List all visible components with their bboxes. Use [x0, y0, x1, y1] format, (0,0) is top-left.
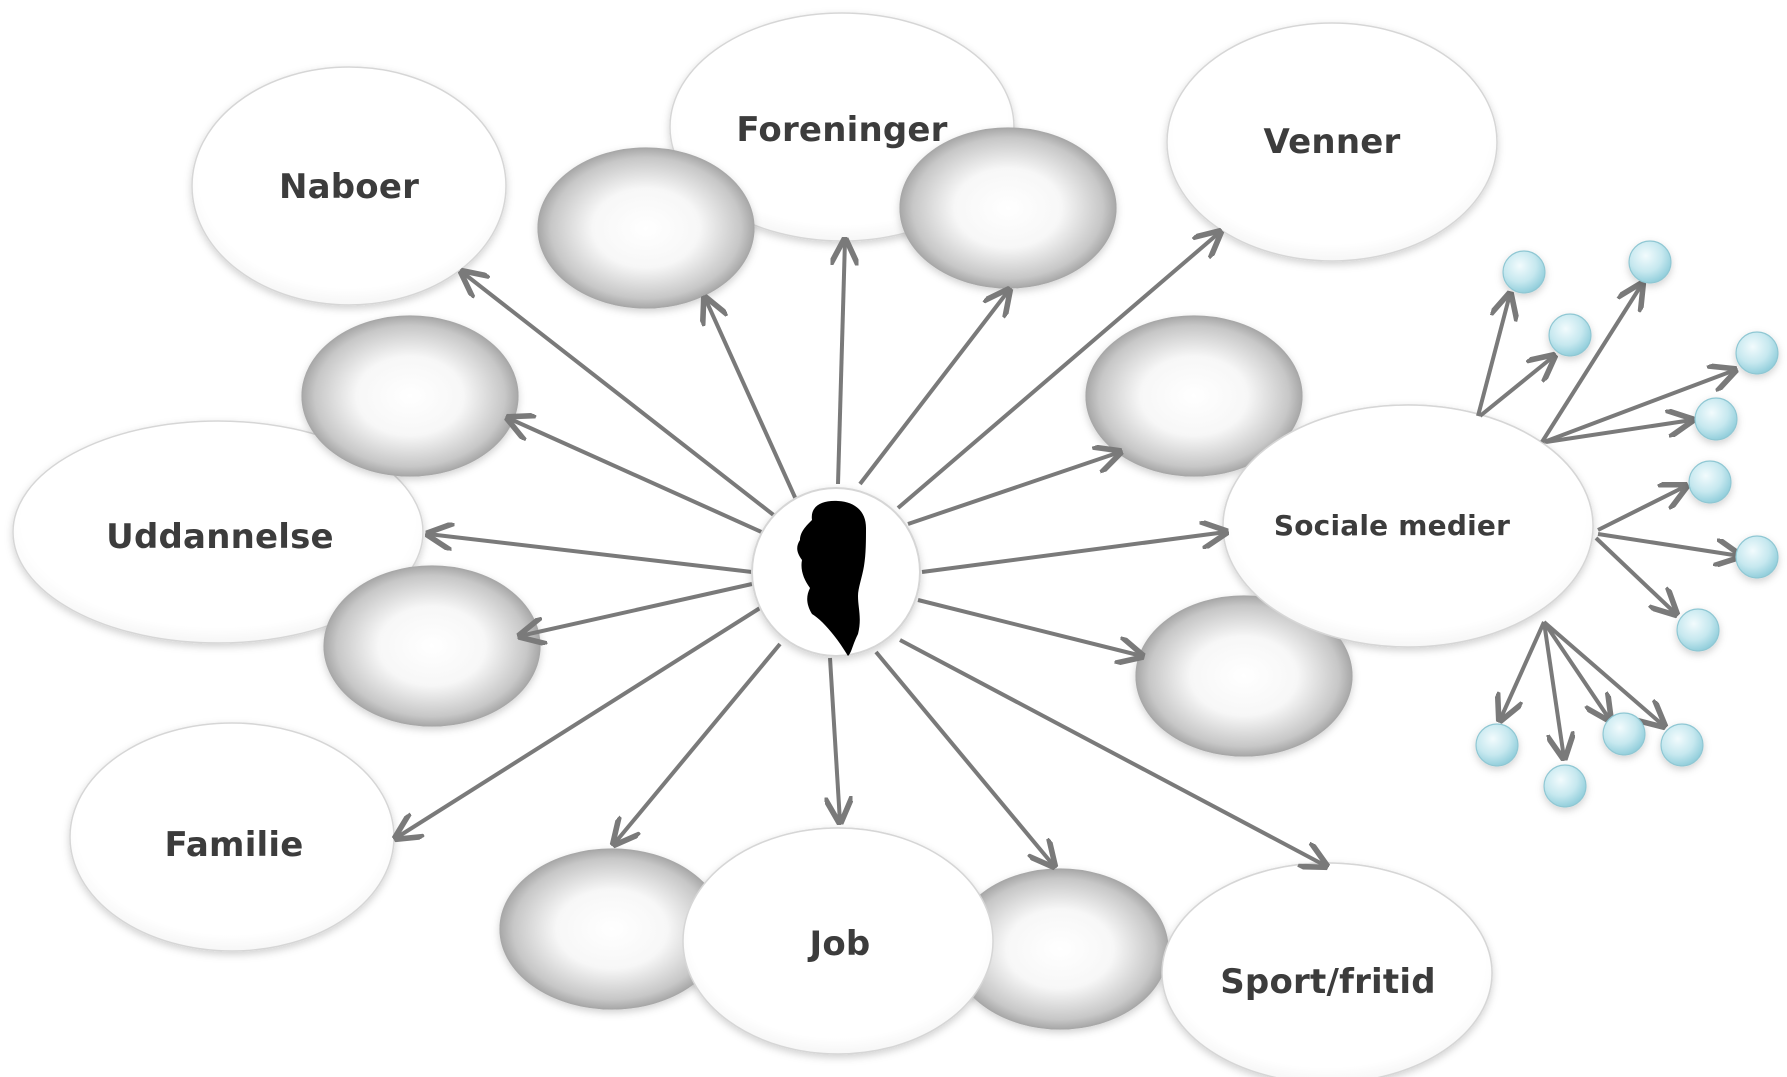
- grey-bubbles: [301, 127, 1353, 1030]
- arrow-to-grey-bubble: [520, 582, 753, 636]
- arrow-to-dot: [1597, 486, 1686, 532]
- job-ellipse-front: [682, 827, 994, 1055]
- arrow-to-dot: [1543, 370, 1735, 444]
- grey-bubble: [301, 315, 519, 477]
- person-silhouette-icon: [797, 500, 866, 656]
- social-dot: [1602, 712, 1646, 756]
- arrow-to-dot: [1476, 294, 1510, 417]
- label-foreninger: Foreninger: [736, 110, 947, 150]
- node-labels: Naboer Foreninger Venner Uddannelse Soci…: [106, 110, 1510, 1002]
- grey-bubble: [537, 147, 755, 309]
- social-dot: [1735, 535, 1779, 579]
- arrow-to-foreninger: [838, 240, 845, 485]
- label-naboer: Naboer: [279, 167, 419, 207]
- front-ellipses: [682, 404, 1594, 1077]
- uddannelse-ellipse: [12, 420, 424, 644]
- label-sociale-medier: Sociale medier: [1274, 509, 1510, 542]
- arrow-to-familie: [396, 606, 762, 838]
- social-dot: [1475, 723, 1519, 767]
- arrow-to-grey-bubble: [907, 452, 1120, 526]
- social-dot: [1628, 240, 1672, 284]
- arrow-to-dot: [1542, 621, 1564, 758]
- label-venner: Venner: [1264, 122, 1401, 162]
- arrow-to-grey-bubble: [874, 650, 1054, 866]
- arrow-to-grey-bubble: [858, 290, 1009, 486]
- arrow-to-venner: [896, 232, 1220, 510]
- arrow-to-dot: [1542, 620, 1664, 726]
- arrow-to-grey-bubble: [917, 598, 1142, 656]
- arrow-to-grey-bubble: [705, 298, 800, 505]
- social-dot: [1548, 313, 1592, 357]
- grey-bubble: [323, 565, 541, 727]
- naboer-ellipse: [191, 66, 507, 306]
- arrow-to-naboer: [462, 272, 782, 522]
- arrow-to-job: [830, 657, 840, 822]
- arrow-to-dot: [1540, 284, 1642, 444]
- venner-ellipse: [1166, 22, 1498, 262]
- social-dot: [1676, 608, 1720, 652]
- social-dot: [1543, 764, 1587, 808]
- social-dot: [1735, 331, 1779, 375]
- arrow-to-dot: [1597, 532, 1740, 556]
- center-arrows: [396, 232, 1326, 866]
- arrow-to-sport-fritid: [899, 638, 1326, 866]
- social-dot: [1688, 460, 1732, 504]
- grey-bubble: [899, 127, 1117, 289]
- arrow-to-dot: [1500, 621, 1546, 720]
- arrow-to-dot: [1478, 356, 1554, 418]
- social-dot: [1502, 250, 1546, 294]
- arrow-to-uddannelse: [428, 534, 753, 574]
- social-media-network: [1475, 240, 1779, 808]
- arrow-to-dot: [1542, 620, 1610, 720]
- arrow-to-dot: [1594, 536, 1676, 614]
- arrow-to-sociale-medier: [921, 532, 1226, 574]
- arrow-to-grey-bubble: [508, 418, 767, 536]
- grey-bubble: [1085, 315, 1303, 477]
- grey-bubble: [1135, 595, 1353, 757]
- social-dot: [1694, 397, 1738, 441]
- label-uddannelse: Uddannelse: [106, 517, 334, 557]
- label-job: Job: [808, 924, 871, 964]
- label-familie: Familie: [164, 825, 303, 865]
- label-sport-fritid: Sport/fritid: [1220, 962, 1435, 1002]
- center-node: [751, 487, 921, 657]
- arrow-to-dot: [1545, 420, 1692, 444]
- social-dot: [1660, 723, 1704, 767]
- arrow-to-grey-bubble: [614, 642, 782, 844]
